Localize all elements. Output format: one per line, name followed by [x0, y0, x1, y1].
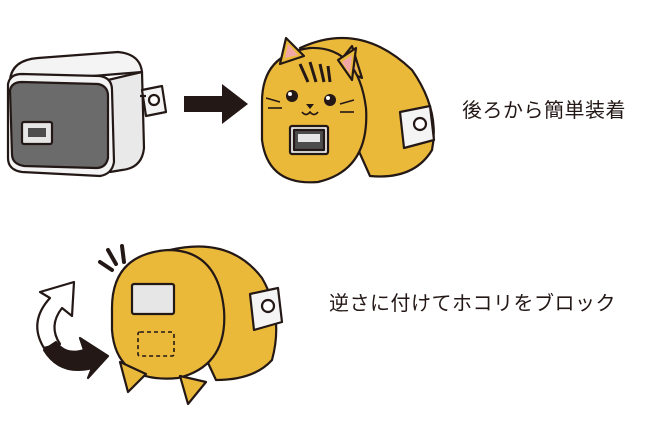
cat-cover-flipped-icon: [110, 245, 284, 406]
cat-face-cover-icon: [260, 36, 436, 184]
rotate-arrow-icon: [36, 280, 110, 380]
caption-attach-from-back: 後ろから簡単装着: [462, 98, 626, 122]
caption-reverse-dust-block: 逆さに付けてホコリをブロック: [329, 291, 616, 315]
motion-lines-icon: [98, 244, 126, 272]
usb-power-adapter-icon: [6, 50, 168, 178]
arrow-right-icon: [184, 84, 248, 124]
